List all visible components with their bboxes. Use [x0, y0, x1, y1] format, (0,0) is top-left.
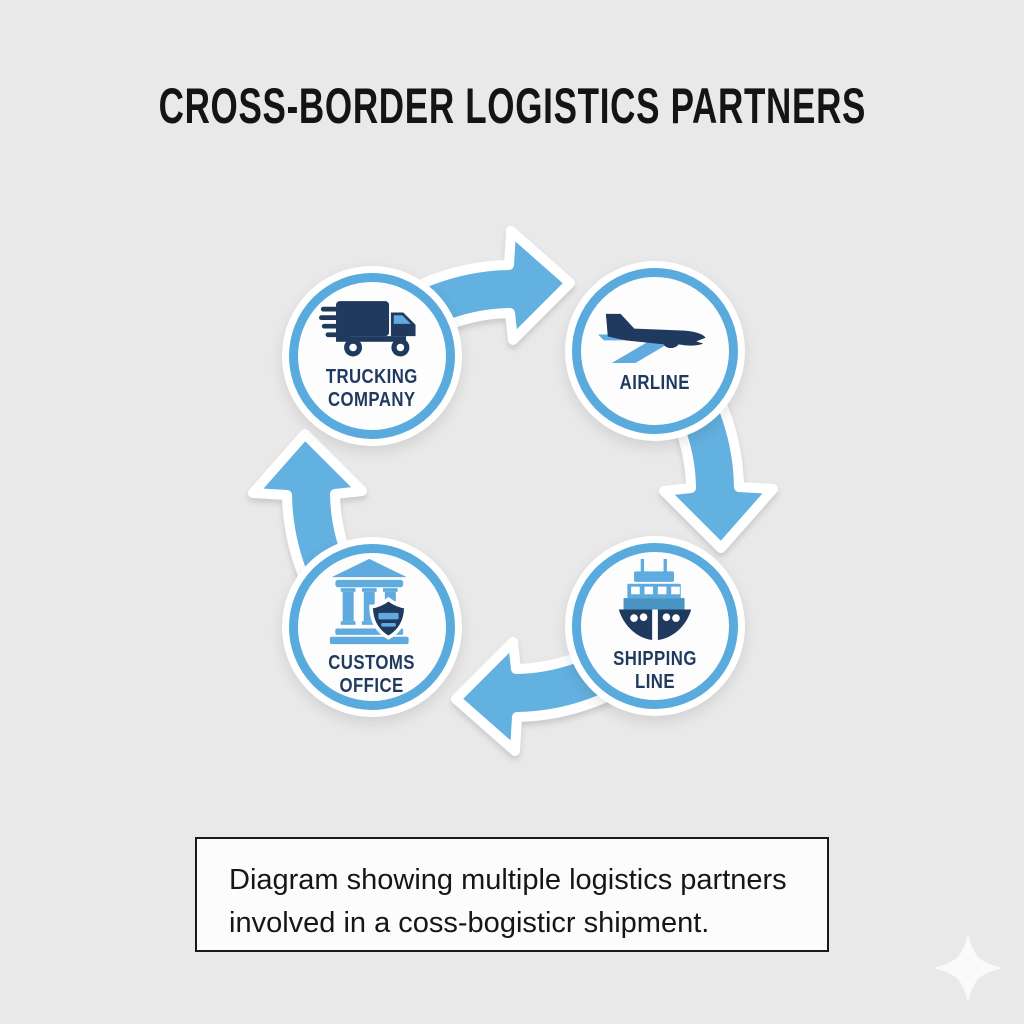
caption-text: Diagram showing multiple logistics partn…	[229, 864, 787, 939]
node-label-trucking-company: TRUCKING COMPANY	[325, 366, 419, 411]
bank-shield-icon	[329, 558, 409, 644]
airplane-icon	[598, 313, 707, 363]
page-title-text: CROSS-BORDER LOGISTICS PARTNERS	[158, 78, 866, 134]
node-shipping-line: SHIPPING LINE	[565, 536, 745, 716]
node-label-shipping-line: SHIPPING LINE	[613, 647, 697, 693]
node-label-airline: AIRLINE	[619, 371, 691, 394]
truck-icon	[319, 301, 416, 357]
sparkle-icon	[933, 933, 1003, 1003]
node-airline: AIRLINE	[565, 261, 745, 441]
caption-box: Diagram showing multiple logistics partn…	[195, 837, 829, 952]
node-ring	[572, 543, 738, 709]
page-title: CROSS-BORDER LOGISTICS PARTNERS	[0, 80, 1024, 133]
node-content: SHIPPING LINE	[579, 550, 731, 702]
cargo-ship-icon	[618, 558, 692, 640]
node-content: AIRLINE	[579, 275, 731, 427]
node-customs-office: CUSTOMS OFFICE	[282, 537, 462, 717]
node-trucking-company: TRUCKING COMPANY	[282, 266, 462, 446]
node-label-customs-office: CUSTOMS OFFICE	[328, 651, 416, 697]
node-content: TRUCKING COMPANY	[296, 280, 448, 432]
node-ring	[289, 273, 455, 439]
node-content: CUSTOMS OFFICE	[296, 551, 448, 703]
